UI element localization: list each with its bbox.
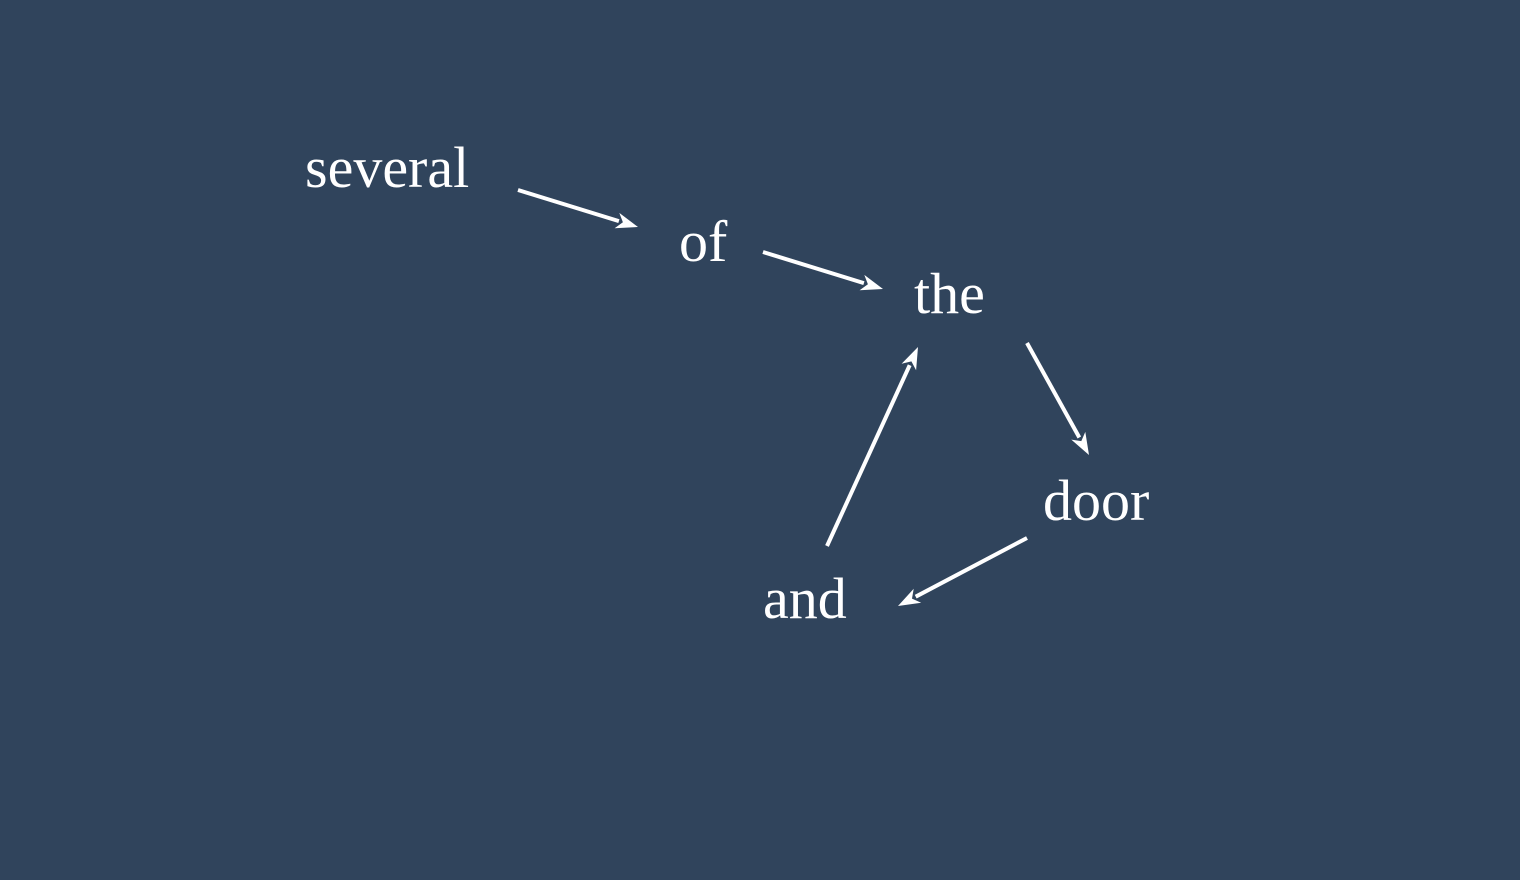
edge-line bbox=[517, 188, 620, 224]
edge-door-to-and bbox=[898, 536, 1028, 606]
edge-line bbox=[762, 250, 865, 286]
arrowhead-icon bbox=[859, 274, 883, 291]
arrowhead-icon bbox=[898, 588, 922, 606]
edge-several-to-of bbox=[517, 188, 638, 229]
arrowhead-icon bbox=[1071, 431, 1089, 455]
node-the: the bbox=[914, 261, 985, 326]
edge-line bbox=[825, 364, 912, 547]
arrowhead-icon bbox=[614, 212, 638, 229]
node-of: of bbox=[679, 209, 728, 274]
edge-the-to-door bbox=[1025, 342, 1089, 455]
node-and: and bbox=[763, 566, 847, 631]
node-several: several bbox=[305, 135, 469, 200]
edge-of-to-the bbox=[762, 250, 883, 291]
edge-line bbox=[1025, 342, 1082, 439]
node-door: door bbox=[1043, 468, 1149, 533]
edge-line bbox=[914, 536, 1028, 599]
arrowhead-icon bbox=[901, 347, 918, 371]
edge-and-to-the bbox=[825, 347, 918, 547]
